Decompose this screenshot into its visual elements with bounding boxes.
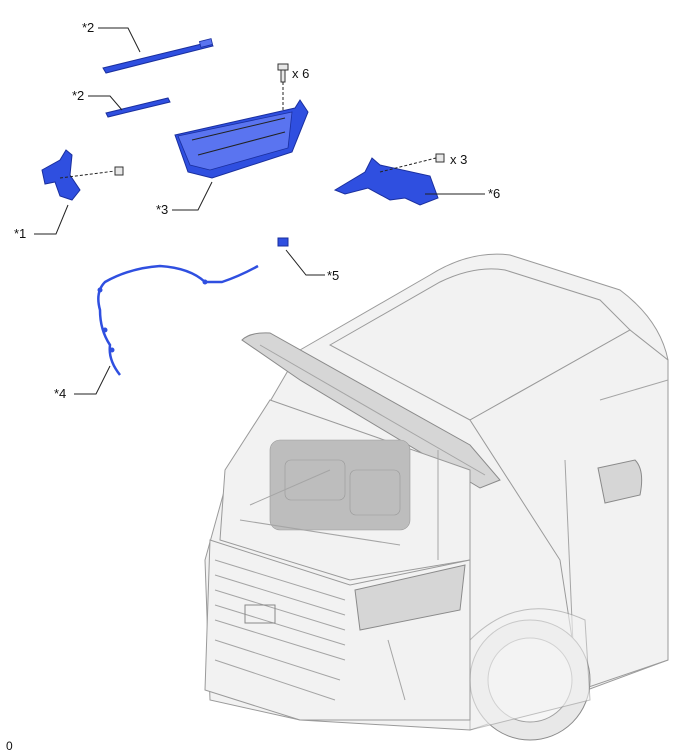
part-4-washer-hose [97, 264, 259, 376]
bolt-icon [435, 153, 445, 163]
qty-bolts-part-6: x 3 [450, 152, 467, 167]
qty-bolts-part-3: x 6 [292, 66, 309, 81]
leader-part-2-upper [98, 27, 141, 53]
side-body [469, 329, 669, 691]
part-6-side-cover [333, 157, 439, 206]
label-part-2-upper: *2 [82, 20, 94, 35]
part-5-clip [277, 237, 289, 247]
label-part-4: *4 [54, 386, 66, 401]
nut-icon [114, 166, 124, 176]
label-part-1: *1 [14, 226, 26, 241]
grille [214, 559, 346, 701]
label-part-2-lower: *2 [72, 88, 84, 103]
label-part-6: *6 [488, 186, 500, 201]
engine-bay [239, 439, 411, 546]
leader-part-4 [74, 365, 111, 395]
side-mirror [597, 459, 643, 504]
part-1-bracket [41, 149, 81, 201]
part-2-lower-seal [105, 97, 171, 118]
headlamp [354, 564, 466, 631]
corner-mark: 0 [6, 739, 13, 753]
label-part-5: *5 [327, 268, 339, 283]
leader-part-1 [34, 204, 69, 235]
leader-part-5 [285, 249, 325, 276]
van-illustration [204, 253, 669, 741]
leader-part-2-lower [88, 95, 123, 111]
bolt-icon [277, 63, 289, 83]
part-2-upper-seal [102, 38, 214, 74]
leader-part-3 [172, 181, 213, 211]
windshield [328, 268, 631, 421]
label-part-3: *3 [156, 202, 168, 217]
part-3-cowl-tray [174, 99, 309, 179]
